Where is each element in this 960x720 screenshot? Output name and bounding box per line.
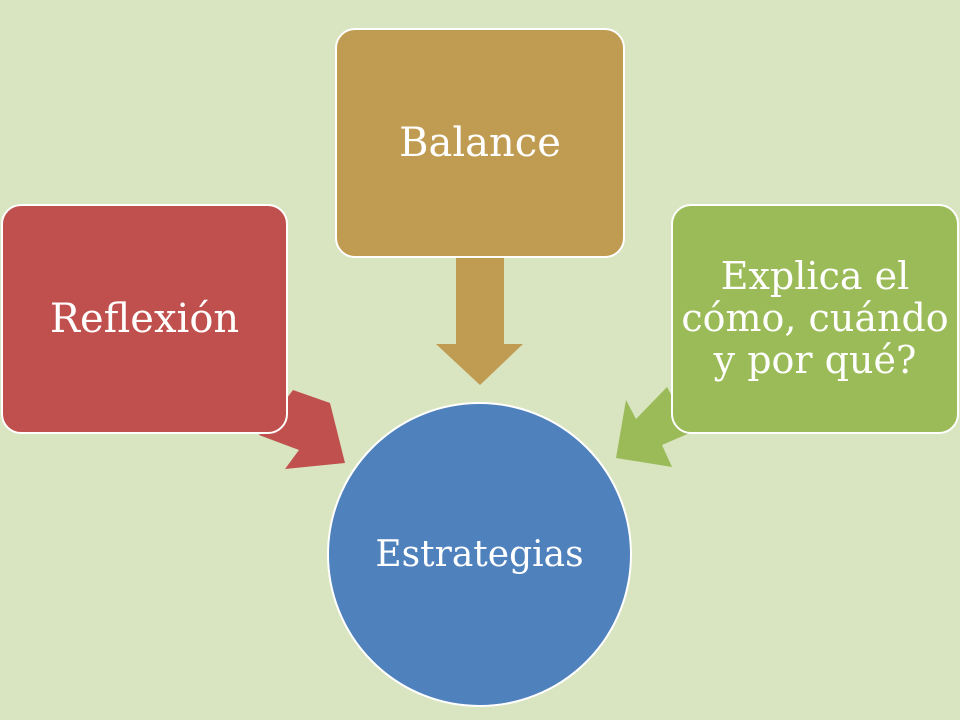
node-reflexion-label: Reflexión bbox=[49, 296, 240, 342]
node-balance-label: Balance bbox=[399, 120, 561, 166]
node-balance: Balance bbox=[335, 28, 625, 258]
node-estrategias-label: Estrategias bbox=[375, 533, 584, 575]
node-explica: Explica el cómo, cuándo y por qué? bbox=[671, 204, 959, 434]
arrow-balance-to-estrategias bbox=[436, 258, 523, 385]
node-explica-label: Explica el cómo, cuándo y por qué? bbox=[681, 254, 949, 382]
node-estrategias: Estrategias bbox=[327, 402, 632, 707]
node-reflexion: Reflexión bbox=[1, 204, 288, 434]
